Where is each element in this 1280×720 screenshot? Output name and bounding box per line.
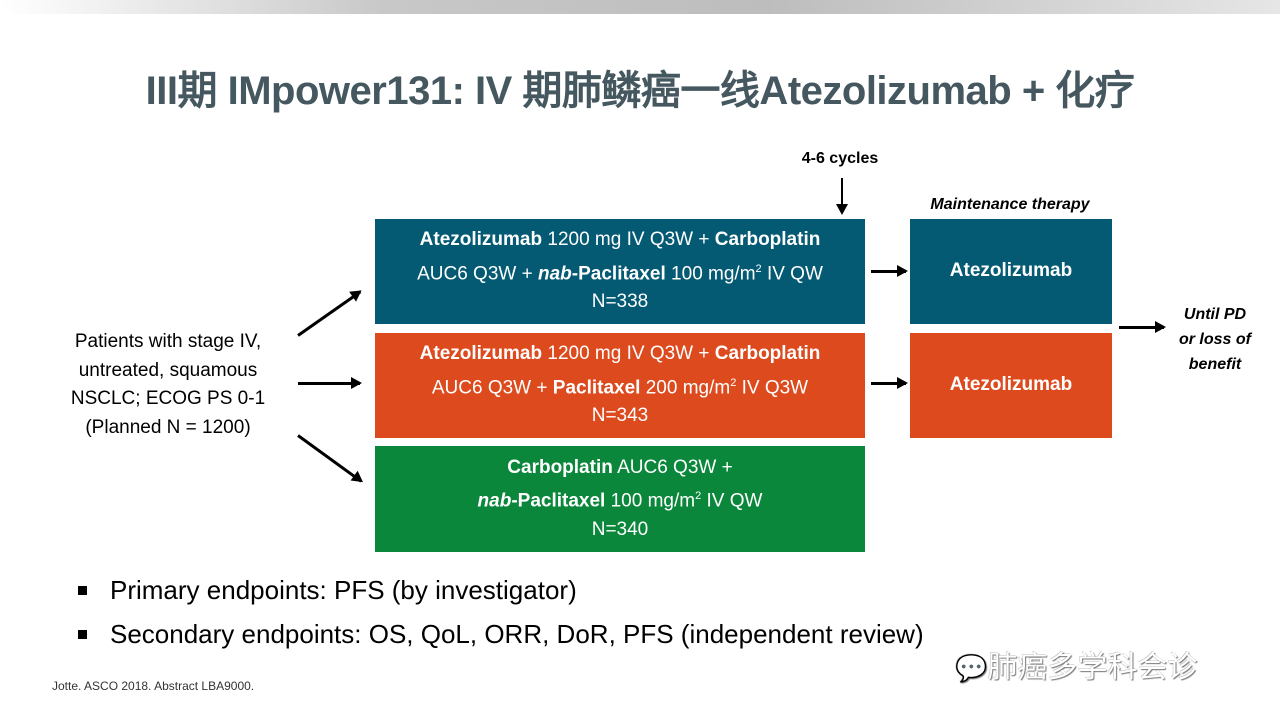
population-line: Patients with stage IV, — [74, 331, 262, 352]
bullet-item: Primary endpoints: PFS (by investigator) — [78, 568, 924, 612]
dose: IV QW — [701, 490, 763, 512]
dose: AUC6 Q3W + — [417, 262, 538, 284]
bullet-text: Secondary endpoints: OS, QoL, ORR, DoR, … — [110, 618, 924, 649]
dose: 200 mg/m — [640, 376, 731, 398]
nab-prefix: nab — [477, 490, 512, 512]
endpoints-list: Primary endpoints: PFS (by investigator)… — [78, 568, 924, 656]
bullet-text: Primary endpoints: PFS (by investigator) — [110, 574, 577, 605]
maintenance-drug: Atezolizumab — [949, 260, 1073, 282]
drug: -Paclitaxel — [511, 490, 606, 512]
dose: IV Q3W — [736, 376, 809, 398]
drug: Carboplatin — [507, 456, 613, 478]
drug: Carboplatin — [714, 343, 821, 365]
dose: IV QW — [761, 262, 823, 284]
drug: Atezolizumab — [419, 229, 543, 251]
maintenance-label: Maintenance therapy — [930, 196, 1090, 213]
dose: 100 mg/m — [665, 262, 756, 284]
slide-title: III期 IMpower131: IV 期肺鳞癌一线Atezolizumab +… — [145, 69, 1135, 113]
bullet-square-icon — [78, 585, 87, 595]
arrow-to-maint-a — [871, 265, 908, 277]
dose: 1200 mg IV Q3W + — [542, 343, 715, 365]
population-line: NSCLC; ECOG PS 0-1 — [70, 388, 266, 409]
arm-n: N=343 — [591, 405, 649, 427]
population-line: untreated, squamous — [78, 359, 258, 381]
dose: 1200 mg IV Q3W + — [542, 229, 715, 251]
arm-b-box: Atezolizumab 1200 mg IV Q3W + Carboplati… — [375, 333, 865, 438]
drug: Atezolizumab — [419, 343, 543, 365]
maintenance-b-box: Atezolizumab — [910, 333, 1112, 438]
until-line: benefit — [1188, 356, 1242, 373]
arm-n: N=338 — [591, 291, 649, 313]
superscript: 2 — [695, 490, 702, 503]
watermark-text: 肺癌多学科会诊 — [987, 651, 1198, 684]
until-pd-text: Until PD or loss of benefit — [1160, 302, 1270, 377]
wechat-icon: 💬 — [955, 653, 988, 683]
dose: AUC6 Q3W + — [431, 376, 553, 398]
arrow-to-arm-a — [297, 290, 362, 337]
bullet-square-icon — [78, 629, 87, 639]
until-line: or loss of — [1178, 331, 1251, 348]
drug: -Paclitaxel — [571, 262, 666, 284]
nab-prefix: nab — [538, 262, 572, 284]
bullet-item: Secondary endpoints: OS, QoL, ORR, DoR, … — [78, 612, 924, 656]
maintenance-drug: Atezolizumab — [949, 374, 1073, 396]
cycles-label: 4-6 cycles — [801, 150, 879, 167]
down-arrow-icon — [841, 178, 843, 206]
arrow-to-arm-b — [298, 377, 362, 389]
header-gradient-bar — [0, 0, 1280, 14]
dose: AUC6 Q3W + — [612, 456, 733, 478]
drug: Paclitaxel — [552, 376, 641, 398]
arm-c-box: Carboplatin AUC6 Q3W + nab-Paclitaxel 10… — [375, 446, 865, 552]
arrow-to-maint-b — [871, 377, 908, 389]
arrow-to-until — [1119, 321, 1166, 333]
until-line: Until PD — [1183, 306, 1247, 323]
arm-n: N=340 — [591, 518, 649, 540]
maintenance-a-box: Atezolizumab — [910, 219, 1112, 324]
arrow-to-arm-c — [297, 434, 362, 483]
population-line: (Planned N = 1200) — [85, 416, 251, 438]
drug: Carboplatin — [714, 229, 821, 251]
down-arrowhead — [836, 204, 848, 215]
dose: 100 mg/m — [605, 490, 696, 512]
superscript: 2 — [755, 262, 762, 275]
superscript: 2 — [730, 376, 737, 389]
population-text: Patients with stage IV, untreated, squam… — [50, 328, 286, 442]
footnote: Jotte. ASCO 2018. Abstract LBA9000. — [52, 679, 255, 693]
arm-a-box: Atezolizumab 1200 mg IV Q3W + Carboplati… — [375, 219, 865, 324]
watermark: 💬肺癌多学科会诊 — [955, 642, 1197, 686]
